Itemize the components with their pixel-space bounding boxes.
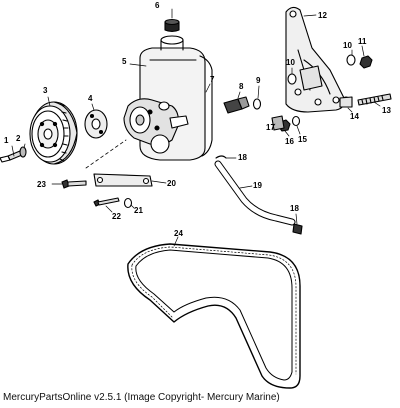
return-hose bbox=[214, 160, 296, 226]
pump-pulley bbox=[29, 101, 78, 165]
callout-16: 16 bbox=[285, 137, 294, 146]
brace-bolt-lower bbox=[93, 197, 120, 207]
callout-10a: 10 bbox=[286, 58, 295, 67]
callout-21: 21 bbox=[134, 206, 143, 215]
brace-washer bbox=[123, 197, 133, 209]
callout-13: 13 bbox=[382, 106, 391, 115]
callout-7: 7 bbox=[210, 75, 215, 84]
callout-1: 1 bbox=[4, 136, 9, 145]
callout-18a: 18 bbox=[238, 153, 247, 162]
callout-22: 22 bbox=[112, 212, 121, 221]
alignment-line bbox=[85, 139, 127, 169]
callout-labels: 1 2 3 4 5 6 7 8 9 10 10 11 12 13 14 15 1… bbox=[4, 1, 391, 238]
callout-17: 17 bbox=[266, 123, 275, 132]
callout-11: 11 bbox=[358, 37, 367, 46]
exploded-parts-diagram: 1 2 3 4 5 6 7 8 9 10 10 11 12 13 14 15 1… bbox=[0, 1, 392, 389]
callout-4: 4 bbox=[88, 94, 93, 103]
callout-12: 12 bbox=[318, 11, 327, 20]
callout-5: 5 bbox=[122, 57, 127, 66]
stud bbox=[357, 93, 392, 106]
callout-24: 24 bbox=[174, 229, 183, 238]
callout-23: 23 bbox=[37, 180, 46, 189]
hose-clamp-upper bbox=[215, 155, 227, 159]
power-steering-pump bbox=[123, 98, 189, 154]
pump-mounting-bracket bbox=[285, 6, 345, 113]
callout-9: 9 bbox=[256, 76, 261, 85]
callout-18b: 18 bbox=[290, 204, 299, 213]
nut bbox=[359, 55, 373, 69]
o-ring bbox=[252, 98, 262, 110]
washer-right bbox=[346, 54, 356, 66]
drive-belt bbox=[127, 243, 301, 389]
pulley-bolt bbox=[0, 150, 23, 163]
spacer bbox=[339, 96, 353, 108]
callout-20: 20 bbox=[167, 179, 176, 188]
reservoir-cap bbox=[164, 18, 180, 33]
callout-19: 19 bbox=[253, 181, 262, 190]
callout-8: 8 bbox=[239, 82, 244, 91]
hose-clamp-lower bbox=[292, 223, 303, 235]
callout-14: 14 bbox=[350, 112, 359, 121]
callout-6: 6 bbox=[155, 1, 160, 10]
copyright-footer: MercuryPartsOnline v2.5.1 (Image Copyrig… bbox=[3, 392, 280, 403]
washer-left bbox=[287, 73, 297, 85]
leader-lines bbox=[11, 8, 381, 247]
bracket-washer bbox=[291, 115, 301, 127]
pressure-fitting bbox=[223, 96, 250, 114]
pulley-washer bbox=[19, 146, 27, 158]
brace-bolt-upper bbox=[61, 179, 87, 189]
support-brace bbox=[93, 173, 153, 187]
callout-15: 15 bbox=[298, 135, 307, 144]
pulley-hub bbox=[84, 109, 108, 139]
callout-10b: 10 bbox=[343, 41, 352, 50]
callout-2: 2 bbox=[16, 134, 21, 143]
callout-3: 3 bbox=[43, 86, 48, 95]
